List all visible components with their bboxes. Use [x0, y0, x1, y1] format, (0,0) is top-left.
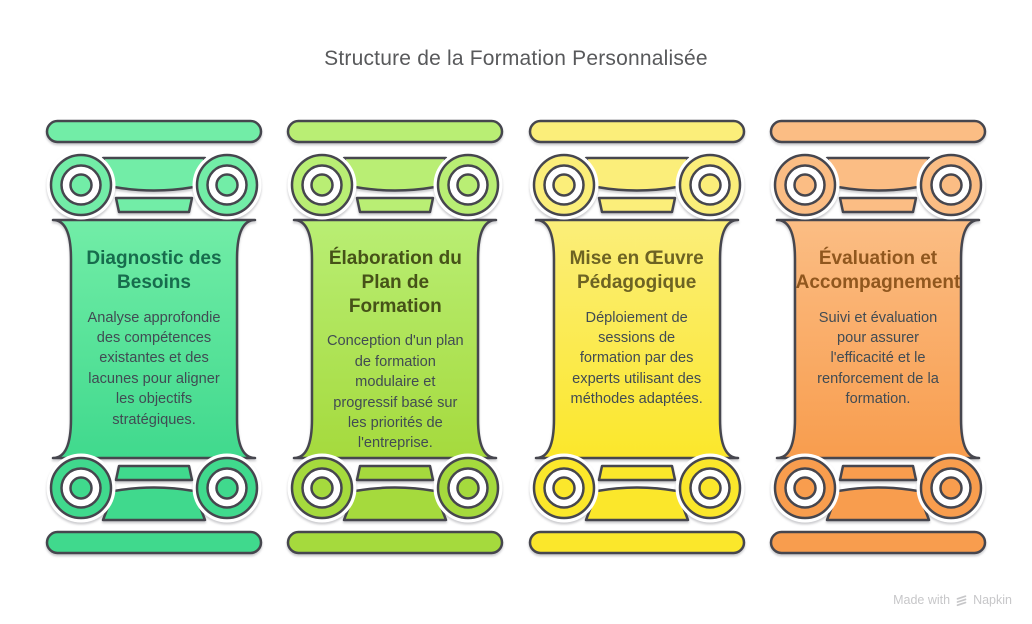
base-echinus — [825, 486, 931, 522]
napkin-logo-icon — [956, 594, 967, 606]
capital-volute-right-icon — [433, 150, 503, 220]
column-abacus-bar — [45, 119, 263, 144]
column-graphic — [45, 119, 263, 555]
formation-column: Mise en Œuvre Pédagogique Déploiement de… — [528, 119, 746, 555]
column-shaft — [775, 218, 981, 460]
capital-volute-left-icon — [46, 150, 116, 220]
base-echinus — [343, 486, 448, 522]
capital-necking-bar — [356, 196, 435, 214]
base-volute-left-icon — [770, 453, 840, 523]
column-abacus-bar — [769, 119, 987, 144]
capital-volute-left-icon — [770, 150, 840, 220]
capital-volute-left-icon — [287, 150, 357, 220]
column-shaft — [51, 218, 257, 460]
column-description: Déploiement de sessions de formation par… — [570, 309, 703, 408]
column-description: Analyse approfondie des compétences exis… — [87, 309, 221, 428]
watermark: Made with Napkin — [893, 593, 1012, 607]
formation-column: Évaluation et Accompagnement Suivi et év… — [769, 119, 987, 555]
base-volute-right-icon — [433, 453, 503, 523]
capital-echinus — [584, 156, 689, 192]
base-volute-right-icon — [192, 453, 262, 523]
capital-necking-bar — [597, 196, 676, 214]
capital-volute-right-icon — [192, 150, 262, 220]
base-echinus — [584, 486, 689, 522]
base-necking-bar — [114, 464, 194, 482]
capital-volute-right-icon — [916, 150, 986, 220]
column-text: Élaboration du Plan de Formation Concept… — [298, 247, 492, 454]
base-volute-left-icon — [529, 453, 599, 523]
column-title: Diagnostic des Besoins — [86, 248, 222, 293]
column-description: Conception d'un plan de formation modula… — [326, 333, 464, 452]
watermark-text: Made with — [893, 593, 951, 607]
column-text: Diagnostic des Besoins Analyse approfond… — [57, 247, 251, 430]
column-plinth-bar — [287, 530, 504, 555]
page-title: Structure de la Formation Personnalisée — [324, 47, 708, 70]
column-shaft — [293, 218, 498, 460]
column-description: Suivi et évaluation pour assurer l'effic… — [817, 309, 939, 408]
capital-necking-bar — [114, 196, 194, 214]
capital-echinus — [101, 156, 207, 192]
base-necking-bar — [838, 464, 918, 482]
column-plinth-bar — [769, 530, 987, 555]
base-volute-left-icon — [46, 453, 116, 523]
base-volute-right-icon — [916, 453, 986, 523]
column-plinth-bar — [45, 530, 263, 555]
column-graphic — [769, 119, 987, 555]
column-plinth-bar — [528, 530, 745, 555]
base-necking-bar — [356, 464, 435, 482]
column-graphic — [528, 119, 745, 555]
column-shaft — [534, 218, 739, 460]
formation-column: Élaboration du Plan de Formation Concept… — [286, 119, 504, 555]
capital-echinus — [343, 156, 448, 192]
base-echinus — [101, 486, 207, 522]
base-necking-bar — [597, 464, 676, 482]
column-title: Élaboration du Plan de Formation — [328, 248, 462, 317]
capital-volute-right-icon — [675, 150, 745, 220]
column-text: Mise en Œuvre Pédagogique Déploiement de… — [540, 247, 734, 410]
column-abacus-bar — [287, 119, 504, 144]
capital-echinus — [825, 156, 931, 192]
column-text: Évaluation et Accompagnement Suivi et év… — [781, 247, 975, 410]
column-title: Évaluation et Accompagnement — [795, 248, 961, 293]
pillars-row: Diagnostic des Besoins Analyse approfond… — [45, 119, 987, 555]
formation-column: Diagnostic des Besoins Analyse approfond… — [45, 119, 263, 555]
capital-necking-bar — [838, 196, 918, 214]
base-volute-right-icon — [675, 453, 745, 523]
column-title: Mise en Œuvre Pédagogique — [569, 248, 704, 293]
column-graphic — [287, 119, 504, 555]
base-volute-left-icon — [287, 453, 357, 523]
column-abacus-bar — [528, 119, 745, 144]
capital-volute-left-icon — [529, 150, 599, 220]
watermark-brand: Napkin — [973, 593, 1012, 607]
